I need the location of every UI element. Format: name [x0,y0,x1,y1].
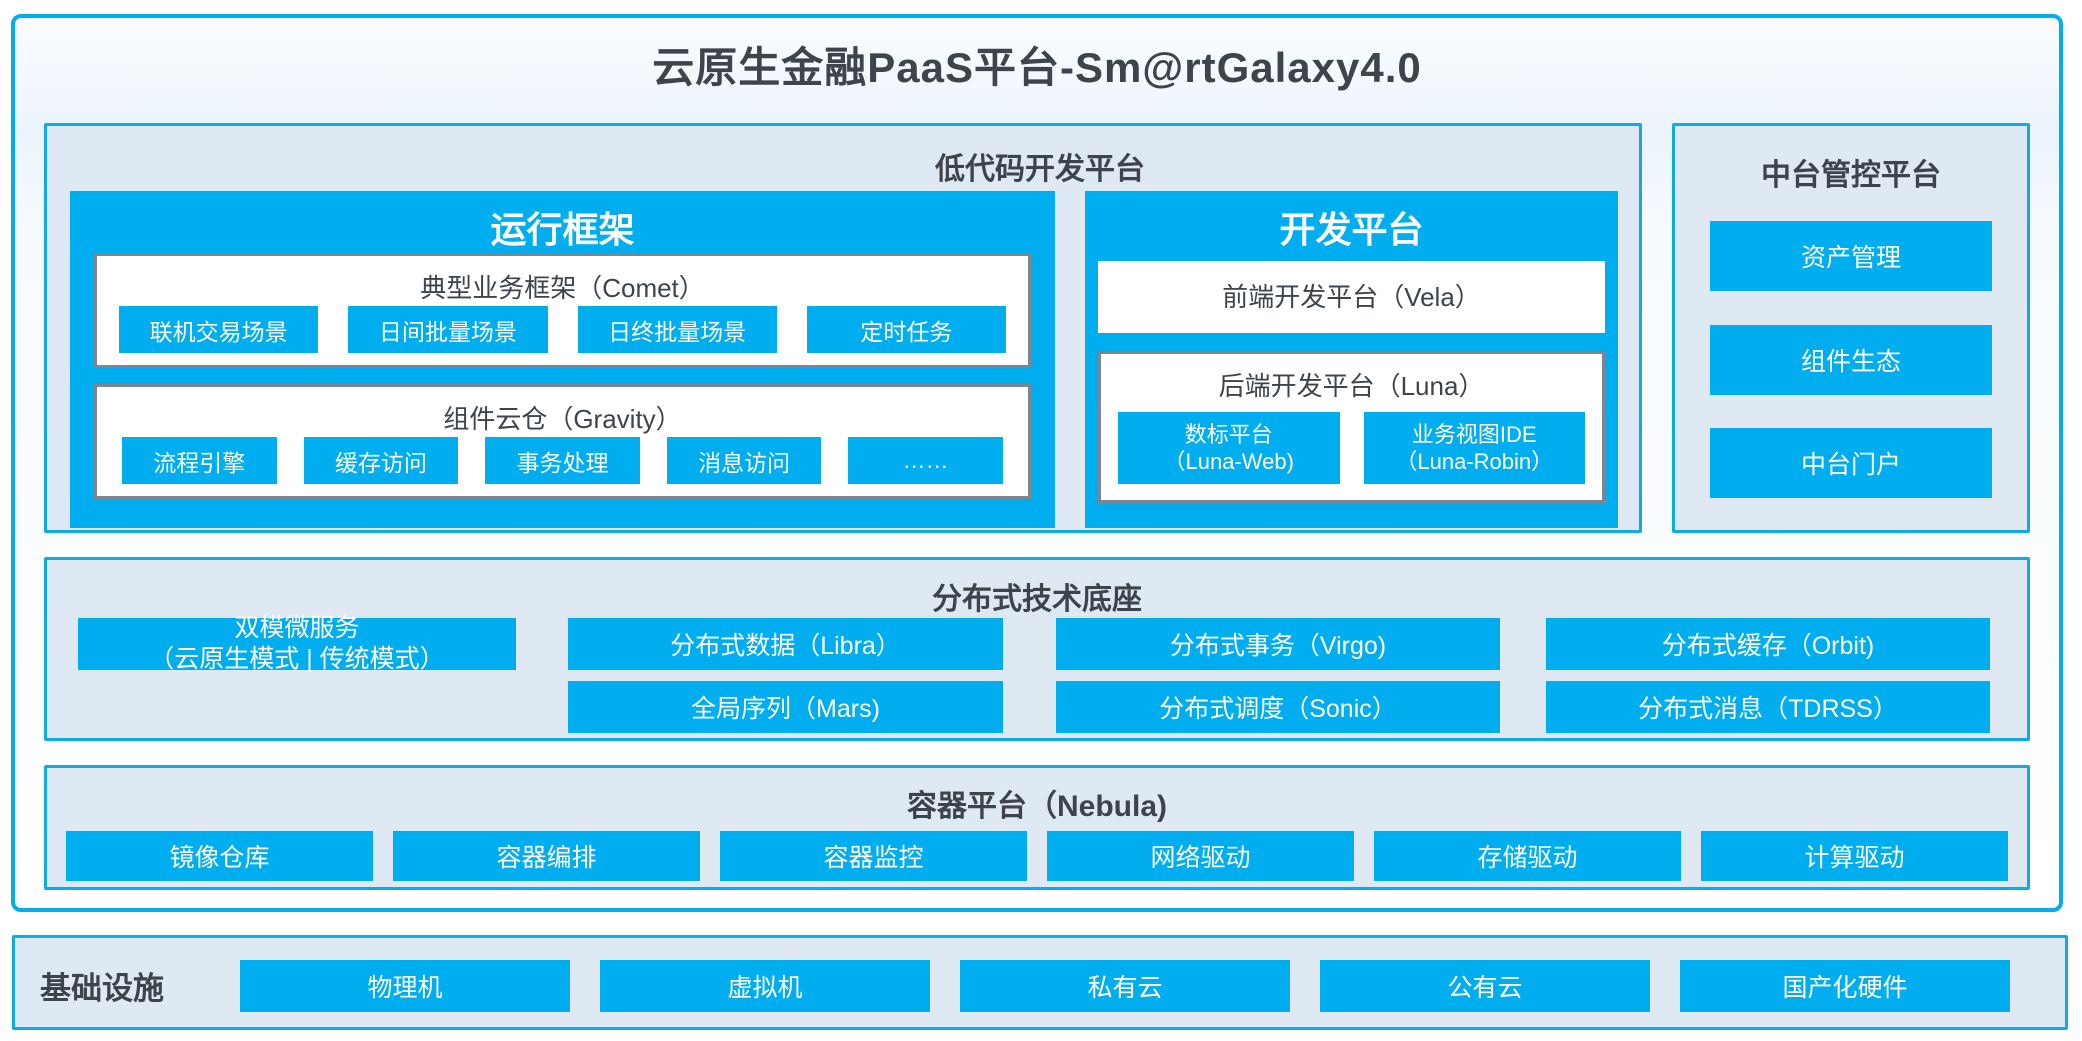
section-lowcode-platform: 低代码开发平台 运行框架 典型业务框架（Comet） 联机交易场景 日间批量场景… [44,123,1642,533]
infrastructure-items-row: 物理机 虚拟机 私有云 公有云 国产化硬件 [240,960,2010,1012]
distributed-item-data-libra: 分布式数据（Libra） [568,618,1003,670]
midend-item-asset-management: 资产管理 [1710,221,1992,291]
infra-item-physical-machine: 物理机 [240,960,570,1012]
box-gravity-warehouse: 组件云仓（Gravity） 流程引擎 缓存访问 事务处理 消息访问 …… [94,384,1031,499]
container-item-storage-driver: 存储驱动 [1374,831,1681,881]
box-luna-backend: 后端开发平台（Luna） 数标平台 （Luna-Web) 业务视图IDE （Lu… [1098,351,1605,503]
distributed-item-sequence-mars: 全局序列（Mars) [568,681,1003,733]
infrastructure-label: 基础设施 [40,971,164,1006]
gravity-item-message-access: 消息访问 [666,437,822,484]
gravity-title: 组件云仓（Gravity） [443,404,682,434]
box-comet-framework: 典型业务框架（Comet） 联机交易场景 日间批量场景 日终批量场景 定时任务 [94,253,1031,368]
distributed-dual-mode-microservice: 双模微服务 （云原生模式 | 传统模式） [78,614,516,673]
container-item-monitoring: 容器监控 [720,831,1027,881]
runtime-framework-header: 运行框架 [490,209,635,250]
gravity-item-ellipsis: …… [848,437,1003,484]
midend-item-component-ecosystem: 组件生态 [1710,325,1992,395]
dual-mode-line1: 双模微服务 [234,613,360,642]
infra-item-virtual-machine: 虚拟机 [600,960,930,1012]
luna-robin-line1: 业务视图IDE [1411,421,1537,447]
distributed-item-scheduling-sonic: 分布式调度（Sonic） [1056,681,1500,733]
panel-runtime-framework: 运行框架 典型业务框架（Comet） 联机交易场景 日间批量场景 日终批量场景 … [70,191,1055,528]
luna-robin-line2: （Luna-Robin） [1395,449,1554,474]
container-item-orchestration: 容器编排 [393,831,700,881]
gravity-item-cache-access: 缓存访问 [303,437,459,484]
dual-mode-line2: （云原生模式 | 传统模式） [149,645,445,673]
container-items-row: 镜像仓库 容器编排 容器监控 网络驱动 存储驱动 计算驱动 [47,831,2027,881]
infra-item-private-cloud: 私有云 [960,960,1290,1012]
comet-item-scheduled-task: 定时任务 [806,306,1006,353]
luna-item-robin: 业务视图IDE （Luna-Robin） [1363,412,1585,484]
comet-item-eod-batch: 日终批量场景 [577,306,777,353]
vela-title: 前端开发平台（Vela） [1222,282,1481,312]
infra-item-domestic-hardware: 国产化硬件 [1680,960,2010,1012]
distributed-item-cache-orbit: 分布式缓存（Orbit) [1546,618,1990,670]
luna-items-row: 数标平台 （Luna-Web) 业务视图IDE （Luna-Robin） [1101,412,1602,484]
infra-item-public-cloud: 公有云 [1320,960,1650,1012]
comet-title: 典型业务框架（Comet） [420,273,705,303]
gravity-item-transaction-processing: 事务处理 [485,437,640,484]
container-item-network-driver: 网络驱动 [1047,831,1354,881]
midend-item-midend-portal: 中台门户 [1710,428,1992,498]
midend-header: 中台管控平台 [1761,159,1941,192]
luna-web-line1: 数标平台 [1184,421,1273,447]
container-platform-header: 容器平台（Nebula) [906,790,1167,823]
luna-title: 后端开发平台（Luna） [1218,371,1485,401]
gravity-items-row: 流程引擎 缓存访问 事务处理 消息访问 …… [97,437,1028,484]
distributed-header: 分布式技术底座 [932,583,1142,616]
distributed-item-message-tdrss: 分布式消息（TDRSS） [1546,681,1990,733]
container-item-image-repo: 镜像仓库 [66,831,373,881]
lowcode-platform-header: 低代码开发平台 [935,153,1145,186]
comet-item-daytime-batch: 日间批量场景 [348,306,548,353]
distributed-item-transaction-virgo: 分布式事务（Virgo) [1056,618,1500,670]
luna-item-web: 数标平台 （Luna-Web) [1118,412,1340,484]
box-vela-frontend: 前端开发平台（Vela） [1098,261,1605,333]
dev-platform-header: 开发平台 [1279,209,1424,250]
luna-web-line2: （Luna-Web) [1163,449,1294,474]
section-container-platform: 容器平台（Nebula) 镜像仓库 容器编排 容器监控 网络驱动 存储驱动 计算… [44,765,2030,890]
section-midend-control-platform: 中台管控平台 资产管理 组件生态 中台门户 [1672,123,2030,533]
gravity-item-process-engine: 流程引擎 [122,437,277,484]
panel-dev-platform: 开发平台 前端开发平台（Vela） 后端开发平台（Luna） 数标平台 （Lun… [1085,191,1618,528]
comet-item-online-trading: 联机交易场景 [119,306,319,353]
section-infrastructure: 基础设施 物理机 虚拟机 私有云 公有云 国产化硬件 [12,935,2068,1030]
page-title: 云原生金融PaaS平台-Sm@rtGalaxy4.0 [652,44,1422,91]
container-item-compute-driver: 计算驱动 [1701,831,2008,881]
comet-items-row: 联机交易场景 日间批量场景 日终批量场景 定时任务 [97,306,1028,353]
section-distributed-base: 分布式技术底座 双模微服务 （云原生模式 | 传统模式） 分布式数据（Libra… [44,557,2030,741]
